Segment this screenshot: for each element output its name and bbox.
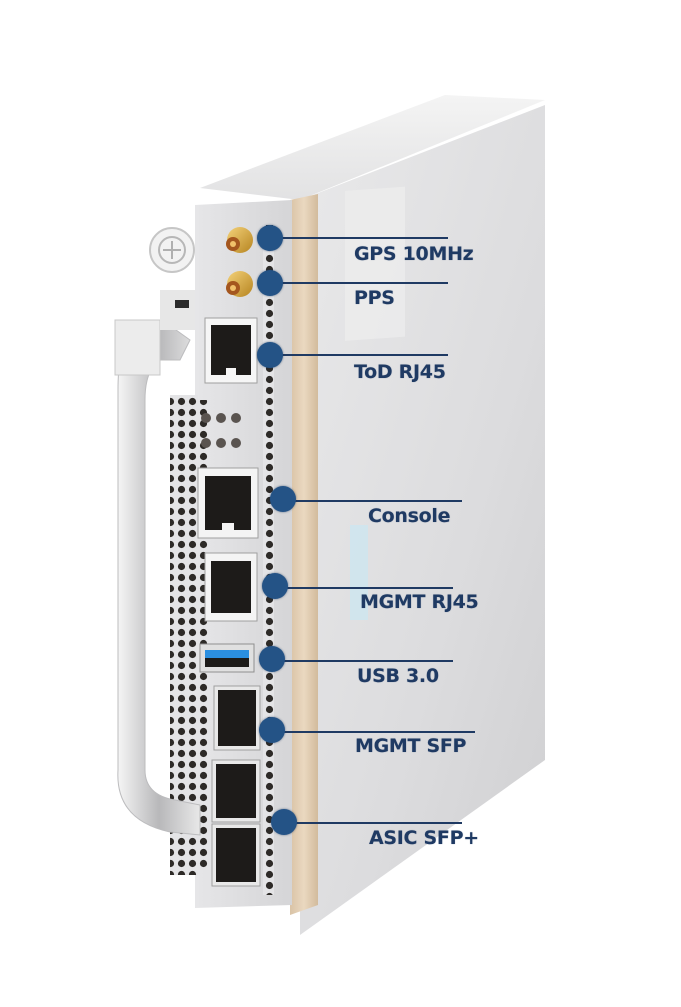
label-asic-sfp-plus: ASIC SFP+ bbox=[369, 827, 479, 849]
usb-3-port bbox=[199, 643, 255, 673]
callout-dot-asic-sfp-plus bbox=[271, 809, 297, 835]
pps-sma-port bbox=[226, 271, 253, 297]
callout-line-pps bbox=[270, 282, 448, 284]
mgmt-rj45-port bbox=[204, 552, 258, 622]
label-gps-10mhz: GPS 10MHz bbox=[354, 243, 474, 265]
callout-dot-usb-3 bbox=[259, 646, 285, 672]
tod-rj45-port bbox=[204, 317, 258, 384]
callout-line-tod-rj45 bbox=[270, 354, 448, 356]
callout-dot-tod-rj45 bbox=[257, 342, 283, 368]
label-mgmt-sfp: MGMT SFP bbox=[355, 735, 467, 757]
callout-dot-mgmt-rj45 bbox=[262, 573, 288, 599]
asic-sfp-plus-ports bbox=[211, 759, 261, 887]
callout-dot-mgmt-sfp bbox=[259, 717, 285, 743]
label-console: Console bbox=[368, 505, 451, 527]
label-mgmt-rj45: MGMT RJ45 bbox=[360, 591, 479, 613]
mgmt-sfp-port bbox=[213, 685, 261, 751]
callout-line-asic-sfp-plus bbox=[284, 822, 462, 824]
label-tod-rj45: ToD RJ45 bbox=[354, 361, 446, 383]
callout-line-usb-3 bbox=[272, 660, 453, 662]
gps-10mhz-sma-port bbox=[226, 227, 253, 253]
callout-dot-console bbox=[270, 486, 296, 512]
callout-dot-gps-10mhz bbox=[257, 225, 283, 251]
callout-line-mgmt-rj45 bbox=[275, 587, 453, 589]
callout-line-mgmt-sfp bbox=[272, 731, 475, 733]
label-usb-3: USB 3.0 bbox=[357, 665, 439, 687]
label-pps: PPS bbox=[354, 287, 395, 309]
console-rj45-port bbox=[197, 467, 259, 539]
callout-line-console bbox=[283, 500, 462, 502]
callout-line-gps-10mhz bbox=[270, 237, 448, 239]
callout-dot-pps bbox=[257, 270, 283, 296]
